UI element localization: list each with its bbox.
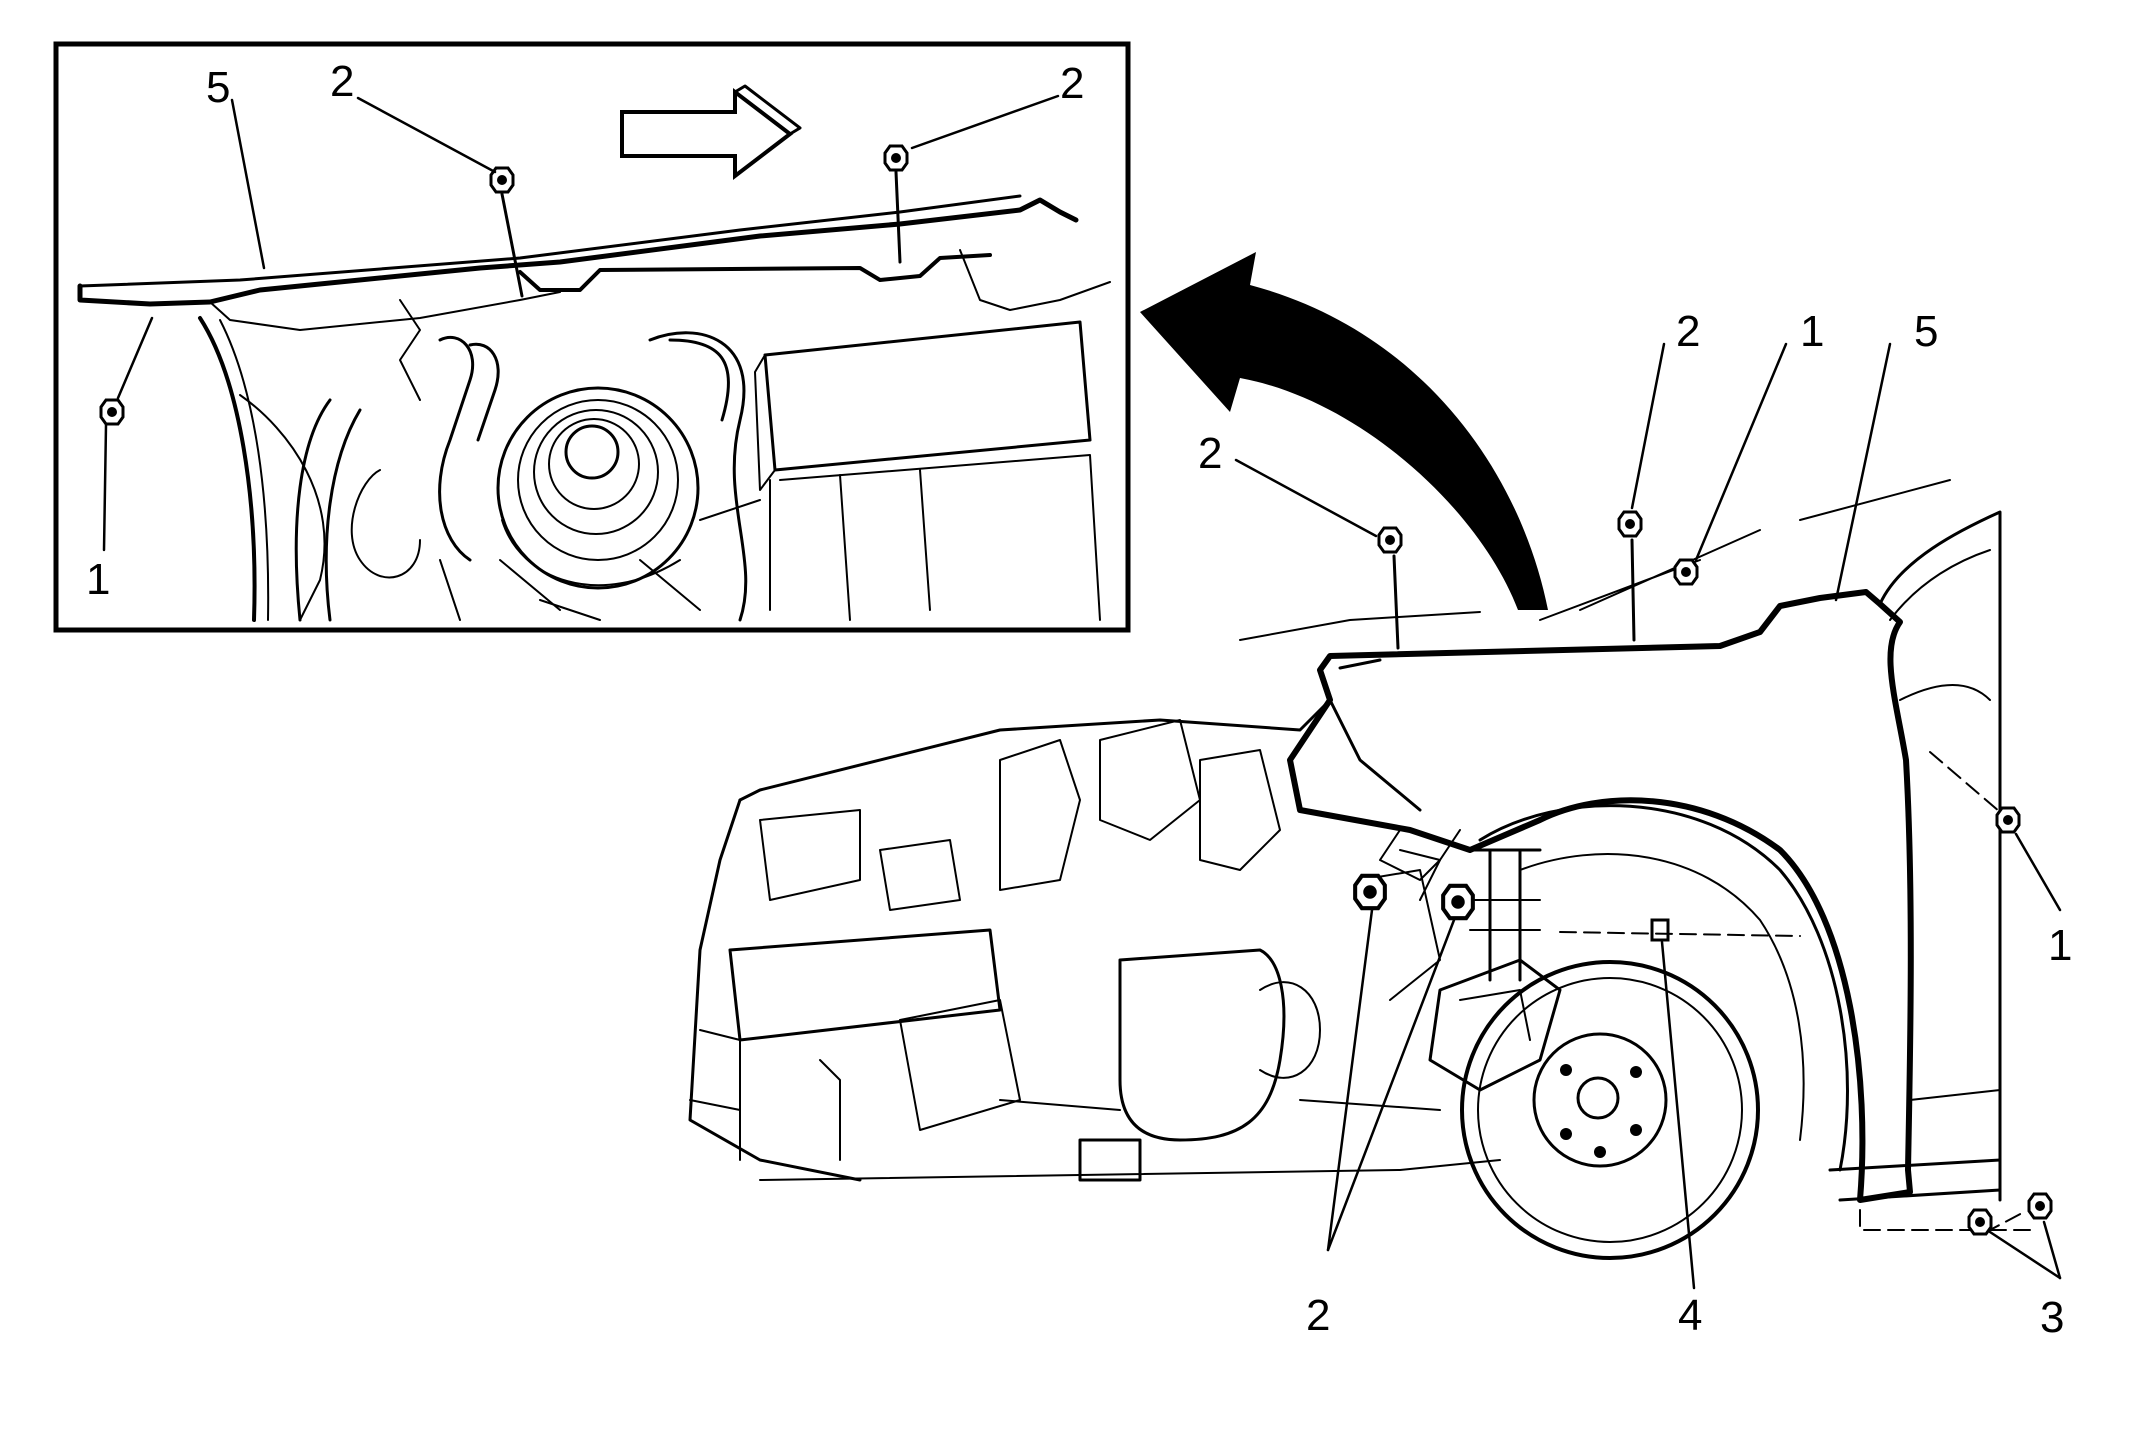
callout-2: 2 xyxy=(1676,307,1700,356)
callout-2: 2 xyxy=(1060,59,1084,108)
bolt-icon xyxy=(1967,1208,1993,1236)
callout-1: 1 xyxy=(2048,921,2072,970)
callout-2: 2 xyxy=(330,57,354,106)
bolt-icon xyxy=(1377,526,1403,554)
bolt-icon xyxy=(99,398,125,426)
callout-3: 3 xyxy=(2040,1293,2064,1342)
bolt-icon xyxy=(883,144,909,172)
air-box xyxy=(754,320,1101,621)
fastener-4-icon xyxy=(1650,918,1670,942)
bolt-icon xyxy=(1673,558,1699,586)
callout-1: 1 xyxy=(86,555,110,604)
inset-fender-edge xyxy=(77,197,1079,307)
right-arrow-icon xyxy=(620,87,794,181)
callout-5: 5 xyxy=(206,63,230,112)
main-view: 2 2 1 5 1 2 4 3 xyxy=(688,307,2072,1342)
bolt-icon xyxy=(2027,1192,2053,1220)
inset-frame xyxy=(53,41,1131,633)
callout-5: 5 xyxy=(1914,307,1938,356)
callout-4: 4 xyxy=(1678,1291,1702,1340)
strut-mount xyxy=(496,386,700,590)
bolt-icon xyxy=(1355,876,1385,908)
callout-2: 2 xyxy=(1306,1291,1330,1340)
inset-view: 5 2 2 1 xyxy=(53,41,1131,633)
bolt-icon xyxy=(1443,886,1473,918)
brake-rotor xyxy=(1460,960,1760,1260)
bolt-icon xyxy=(1995,806,2021,834)
callout-1: 1 xyxy=(1800,307,1824,356)
curved-arrow-icon xyxy=(1140,252,1548,610)
bolt-icon xyxy=(1617,510,1643,538)
callout-2: 2 xyxy=(1198,429,1222,478)
